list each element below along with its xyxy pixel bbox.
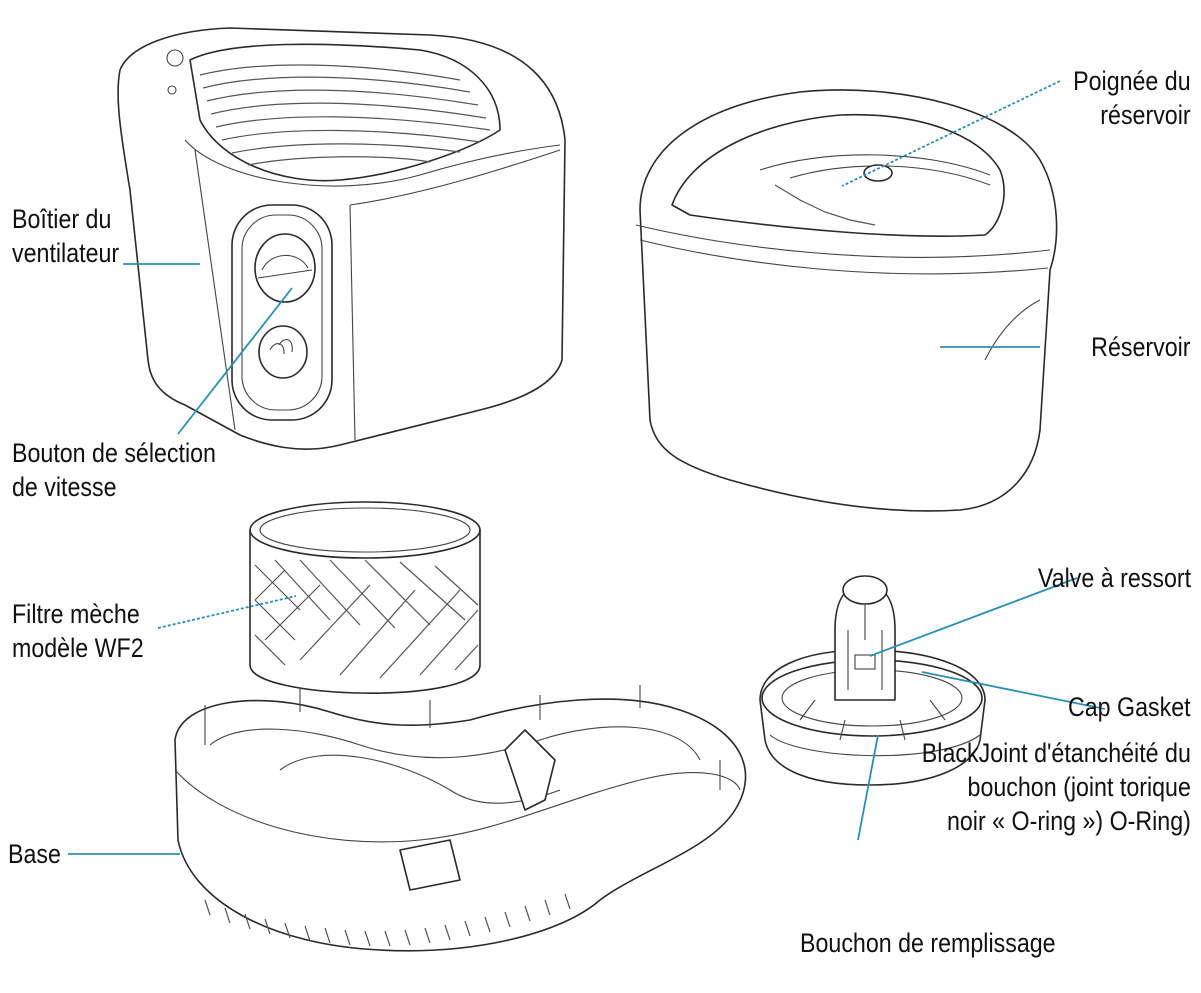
leader-cap-gasket bbox=[921, 671, 1106, 710]
label-gasket-note-line2: bouchon (joint torique bbox=[967, 772, 1191, 802]
leader-lines bbox=[68, 80, 1106, 855]
label-spring-valve-text: Valve à ressort bbox=[1037, 563, 1191, 593]
tank-illustration bbox=[635, 89, 1058, 512]
fill-cap-illustration bbox=[759, 575, 986, 786]
label-speed-button-line2: de vitesse bbox=[12, 472, 117, 502]
label-cap-gasket-text: Cap Gasket bbox=[1068, 692, 1191, 722]
wick-filter-illustration bbox=[249, 501, 481, 694]
leader-fill-cap bbox=[857, 734, 879, 841]
label-cap-gasket: Cap Gasket bbox=[1068, 690, 1191, 724]
label-wick-filter-line2: modèle WF2 bbox=[12, 633, 144, 663]
fan-housing-illustration bbox=[117, 27, 566, 450]
label-tank-handle: Poignée du réservoir bbox=[1074, 64, 1191, 132]
label-gasket-note-line3: noir « O-ring ») O-Ring) bbox=[947, 806, 1191, 836]
label-fill-cap: Bouchon de remplissage bbox=[800, 926, 1056, 960]
label-fill-cap-text: Bouchon de remplissage bbox=[800, 928, 1056, 958]
label-tank-text: Réservoir bbox=[1091, 332, 1191, 362]
leader-tank-handle bbox=[841, 80, 1061, 187]
label-spring-valve: Valve à ressort bbox=[1038, 561, 1191, 595]
label-wick-filter: Filtre mèche modèle WF2 bbox=[12, 597, 144, 665]
leader-speed-button bbox=[177, 287, 293, 435]
label-fan-housing-line2: ventilateur bbox=[12, 238, 120, 268]
label-wick-filter-line1: Filtre mèche bbox=[12, 599, 140, 629]
label-tank-handle-line1: Poignée du bbox=[1073, 66, 1191, 96]
leader-wick-filter bbox=[157, 595, 297, 629]
label-base: Base bbox=[8, 837, 61, 871]
base-illustration bbox=[174, 685, 747, 952]
label-fan-housing-line1: Boîtier du bbox=[12, 204, 112, 234]
label-speed-button-line1: Bouton de sélection bbox=[12, 438, 216, 468]
label-base-text: Base bbox=[8, 839, 61, 869]
label-gasket-note: BlackJoint d'étanchéité du bouchon (join… bbox=[922, 736, 1191, 838]
label-gasket-note-line1: BlackJoint d'étanchéité du bbox=[921, 738, 1191, 768]
label-tank-handle-line2: réservoir bbox=[1100, 100, 1191, 130]
label-speed-button: Bouton de sélection de vitesse bbox=[12, 436, 216, 504]
label-fan-housing: Boîtier du ventilateur bbox=[12, 202, 119, 270]
label-tank: Réservoir bbox=[1092, 330, 1191, 364]
leader-spring-valve bbox=[869, 577, 1078, 657]
